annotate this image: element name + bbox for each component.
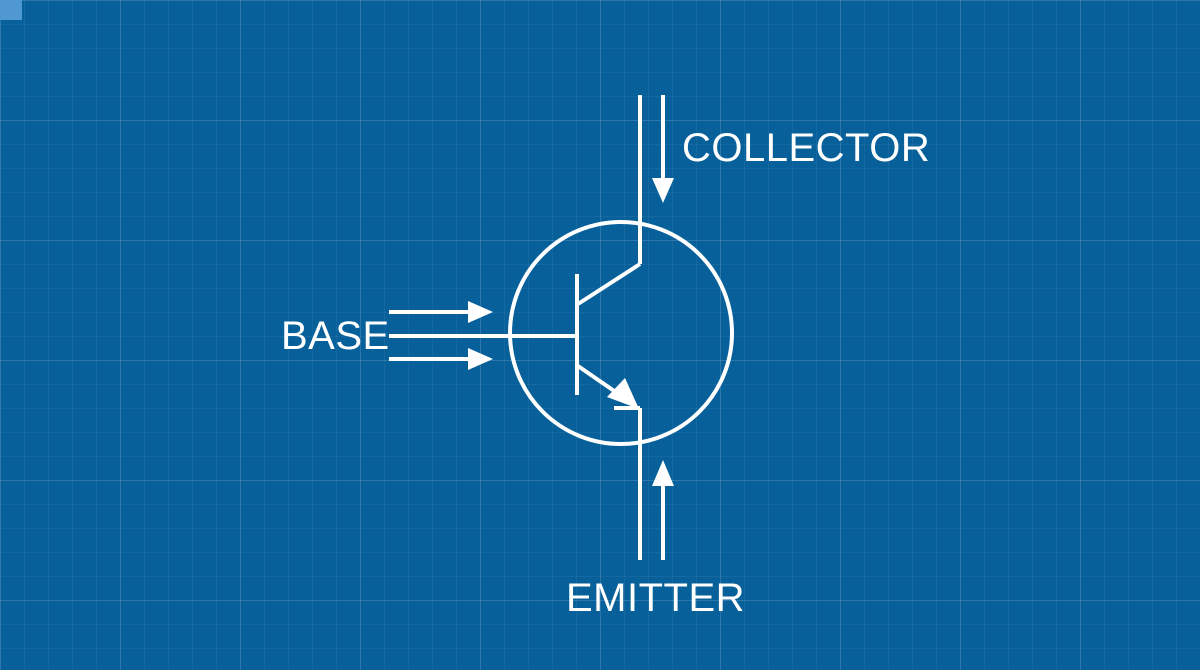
collector-connection bbox=[576, 262, 642, 306]
base-current-upper-arrowhead bbox=[468, 301, 493, 323]
base-current-lower-arrowhead bbox=[468, 348, 493, 370]
collector-current-arrowhead bbox=[652, 178, 674, 203]
emitter-direction-arrowhead bbox=[607, 378, 639, 409]
emitter-label: EMITTER bbox=[566, 576, 746, 620]
corner-marker bbox=[0, 0, 22, 20]
emitter-connection bbox=[576, 364, 622, 397]
collector-label: COLLECTOR bbox=[682, 126, 931, 170]
emitter-current-arrowhead bbox=[652, 460, 674, 486]
transistor-circle bbox=[508, 220, 734, 446]
base-label: BASE bbox=[281, 314, 390, 358]
